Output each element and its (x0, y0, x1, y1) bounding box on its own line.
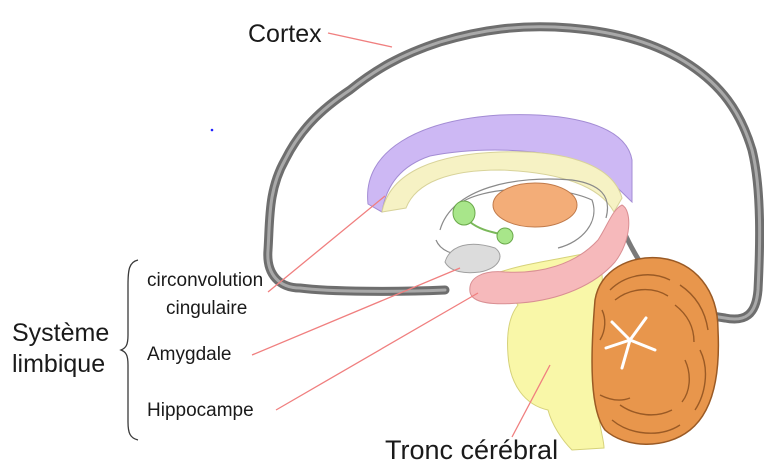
label-brainstem: Tronc cérébral (385, 435, 558, 465)
label-system-line2: limbique (12, 350, 105, 378)
leader-line-cingulate (268, 196, 385, 292)
gray-region-shape (445, 244, 500, 272)
label-amygdala: Amygdale (147, 344, 232, 365)
green-stalk (470, 222, 500, 234)
label-cingulate-line1: circonvolution (147, 270, 263, 291)
green-nucleus-large (453, 201, 475, 225)
green-nucleus-small (497, 228, 513, 244)
label-cortex: Cortex (248, 20, 322, 48)
stray-dot (211, 129, 214, 132)
label-cingulate-line2: cingulaire (166, 298, 247, 319)
label-system-line1: Système (12, 319, 109, 347)
leader-line-cortex (328, 33, 392, 47)
cerebellum-shape (592, 258, 718, 445)
thalamus-shape (493, 183, 577, 227)
leader-line-hippocampus (276, 293, 478, 410)
label-hippocampus: Hippocampe (147, 400, 254, 421)
system-brace (121, 260, 138, 440)
